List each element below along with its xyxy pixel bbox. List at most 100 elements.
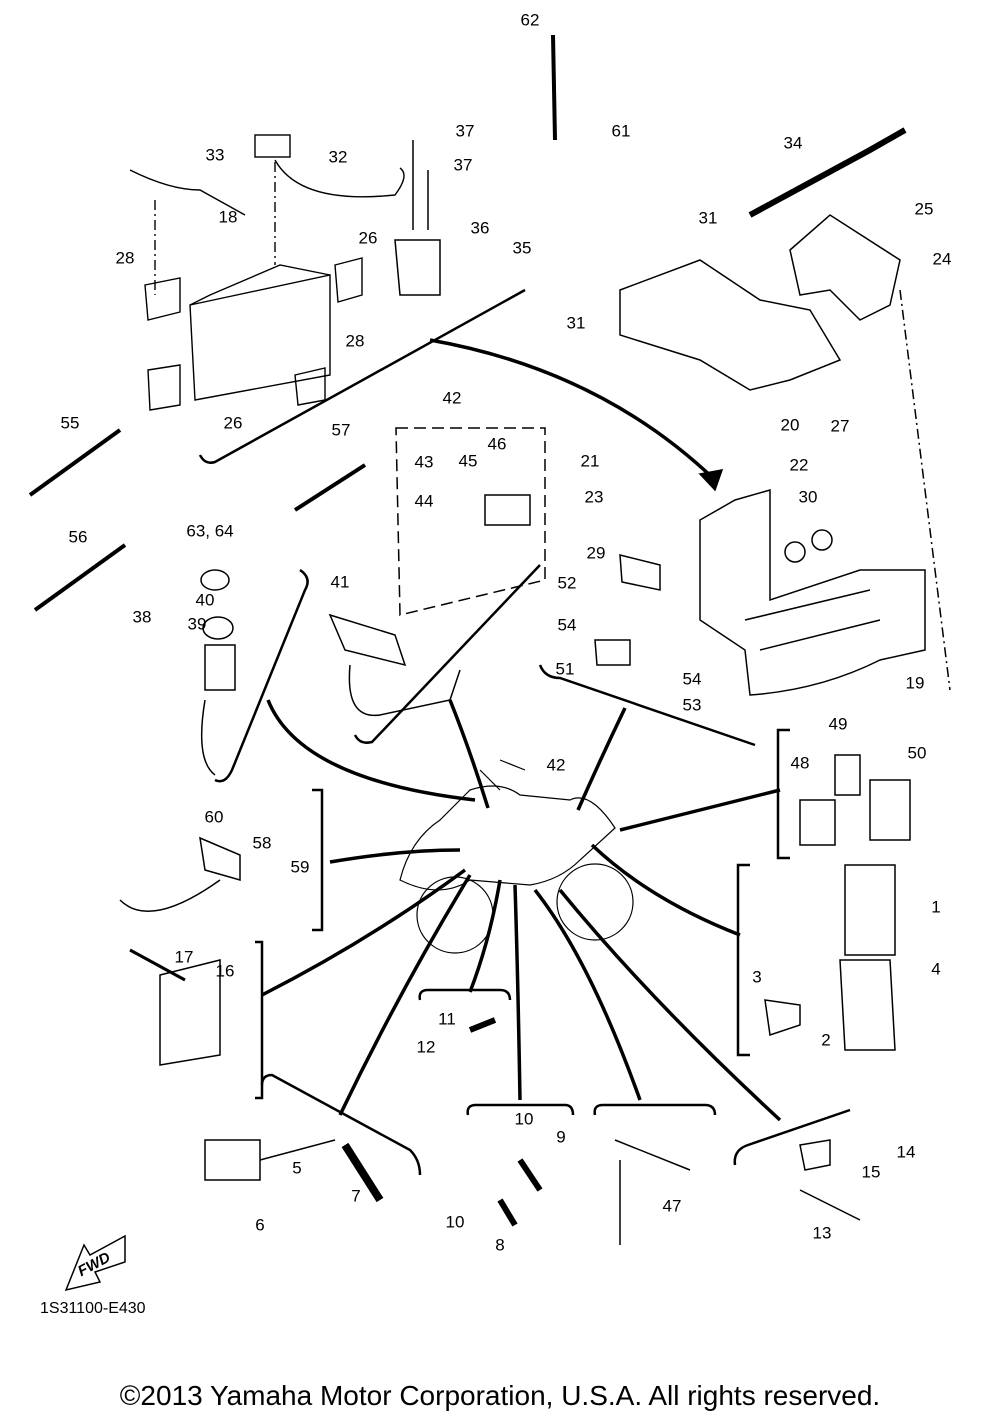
sensor-47 [614, 1139, 691, 1245]
sensor-41 [328, 613, 461, 717]
part-callout: 35 [512, 238, 532, 258]
part-callout: 10 [445, 1212, 465, 1232]
part-callout: 24 [932, 249, 952, 269]
part-callout: 45 [458, 451, 478, 471]
copyright-notice: ©2013 Yamaha Motor Corporation, U.S.A. A… [119, 1380, 881, 1411]
part-callout: 62 [520, 10, 540, 30]
sensor-58 [119, 836, 241, 912]
arrow-head-icon [698, 469, 724, 492]
part-callout: 29 [586, 543, 606, 563]
part-callout: 2 [821, 1030, 831, 1050]
part-callout: 21 [580, 451, 600, 471]
part-callout: 32 [328, 147, 348, 167]
part-callout: 25 [914, 199, 934, 219]
part-callout: 18 [218, 207, 238, 227]
battery [129, 134, 405, 411]
part-callout: 59 [290, 857, 310, 877]
part-callout: 26 [223, 413, 243, 433]
part-callout: 14 [896, 1142, 916, 1162]
diagram-code: 1S31100-E430 [40, 1300, 146, 1317]
cable-tie [28, 428, 122, 497]
part-callout: 13 [812, 1223, 832, 1243]
part-callout: 54 [557, 615, 577, 635]
part-callout: 47 [662, 1196, 682, 1216]
part-callout: 49 [828, 714, 848, 734]
part-callout: 27 [830, 416, 850, 436]
starter-relay [394, 140, 441, 296]
part-callout: 41 [330, 572, 350, 592]
wire-harness [748, 127, 907, 218]
part-callout: 39 [187, 614, 207, 634]
part-callout: 52 [557, 573, 577, 593]
ecu [764, 864, 896, 1051]
fuse-box-group [395, 427, 546, 616]
part-callout: 30 [798, 487, 818, 507]
part-callout: 3 [752, 967, 762, 987]
ignition-coil [204, 1139, 384, 1203]
part-callout: 6 [255, 1215, 265, 1235]
part-callout: 44 [414, 491, 434, 511]
motorcycle-outline [399, 759, 634, 954]
cable-tie [33, 543, 127, 612]
part-callout: 9 [556, 1127, 566, 1147]
part-callout: 55 [60, 413, 80, 433]
part-callout: 20 [780, 415, 800, 435]
part-callout: 34 [783, 133, 803, 153]
part-callout: 58 [252, 833, 272, 853]
part-callout: 37 [455, 121, 475, 141]
part-callout: 57 [331, 420, 351, 440]
part-callout: 22 [789, 455, 809, 475]
part-callout: 31 [698, 208, 718, 228]
part-callout: 60 [204, 807, 224, 827]
part-callout: 43 [414, 452, 434, 472]
fwd-arrow-icon [64, 1234, 126, 1292]
part-callout: 16 [215, 961, 235, 981]
part-callout: 40 [195, 590, 215, 610]
part-callout: 53 [682, 695, 702, 715]
part-callout: 50 [907, 743, 927, 763]
part-callout: 61 [611, 121, 631, 141]
part-callout: 48 [790, 753, 810, 773]
part-callout: 7 [351, 1186, 361, 1206]
part-callout: 42 [442, 388, 462, 408]
part-callout: 17 [174, 947, 194, 967]
part-callout: 51 [555, 659, 575, 679]
part-callout: 8 [495, 1235, 505, 1255]
part-callout: 37 [453, 155, 473, 175]
part-callout: 31 [566, 313, 586, 333]
relays [799, 754, 911, 846]
cable-tie [551, 34, 557, 141]
part-callout: 56 [68, 527, 88, 547]
part-callout: 42 [546, 755, 566, 775]
part-callout: 5 [292, 1158, 302, 1178]
part-callout: 11 [438, 1009, 456, 1029]
rectifier-regulator [129, 948, 221, 1066]
part-callout: 33 [205, 145, 225, 165]
part-callout: 10 [514, 1109, 534, 1129]
battery-box [594, 489, 926, 696]
part-callout: 4 [931, 959, 941, 979]
part-callout: 28 [345, 331, 365, 351]
cable-tie [293, 463, 367, 512]
sensors [468, 1017, 543, 1227]
part-callout: 46 [487, 434, 507, 454]
part-callout: 26 [358, 228, 378, 248]
part-callout: 15 [861, 1162, 881, 1182]
part-callout: 23 [584, 487, 604, 507]
sensor-13 [799, 1139, 861, 1221]
part-callout: 12 [416, 1037, 436, 1057]
leader-lines [261, 338, 782, 1122]
part-callout: 19 [905, 673, 925, 693]
part-callout: 63, 64 [186, 521, 234, 541]
fuse-box [484, 494, 531, 526]
assembly-line [899, 289, 951, 691]
part-callout: 1 [931, 897, 941, 917]
part-callout: 38 [132, 607, 152, 627]
part-callout: 28 [115, 248, 135, 268]
group-brackets [198, 288, 851, 1176]
main-switch [200, 569, 236, 776]
part-callout: 54 [682, 669, 702, 689]
bracket [619, 259, 842, 391]
part-callout: 36 [470, 218, 490, 238]
